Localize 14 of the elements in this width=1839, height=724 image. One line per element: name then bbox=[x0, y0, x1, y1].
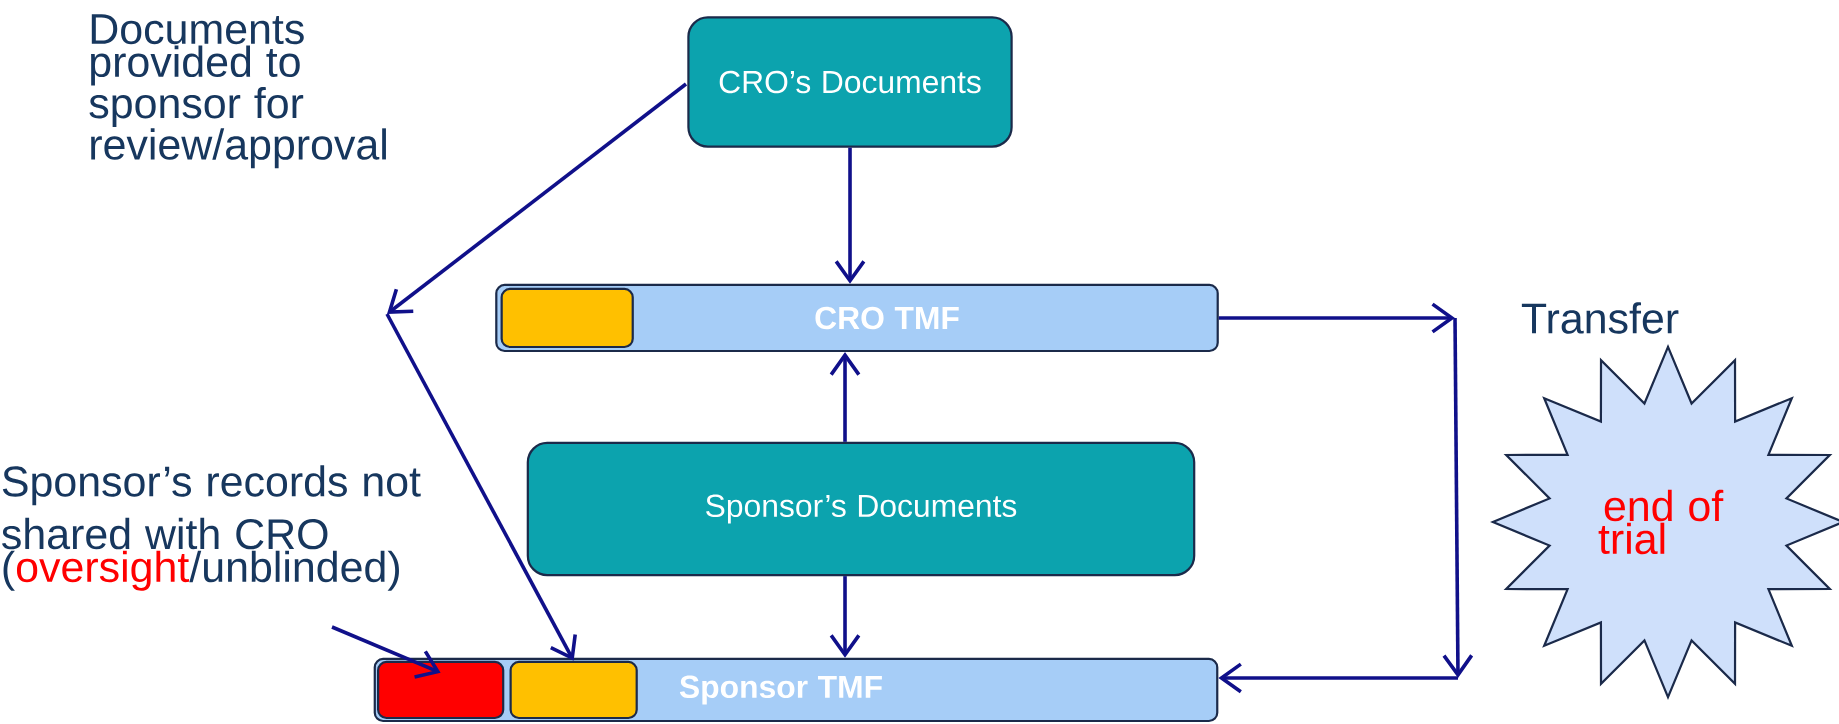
note-text: Sponsor’s records not shared with CRO (oversight/unblinded) bbox=[2, 465, 421, 591]
folder-segment bbox=[377, 660, 505, 720]
document-box: CRO’s Documents bbox=[687, 16, 1013, 148]
edge-label: Transfer bbox=[1518, 299, 1682, 337]
arrow bbox=[385, 82, 688, 661]
note-text: Documents provided to sponsor for review/approval bbox=[89, 14, 386, 169]
arrow bbox=[829, 576, 861, 658]
arrow bbox=[829, 352, 861, 442]
arrow bbox=[1218, 302, 1474, 694]
document-box: Sponsor’s Documents bbox=[526, 441, 1196, 577]
folder-segment bbox=[509, 660, 638, 720]
folder-segment bbox=[500, 287, 634, 349]
arrow bbox=[331, 625, 441, 679]
arrow bbox=[834, 147, 866, 284]
